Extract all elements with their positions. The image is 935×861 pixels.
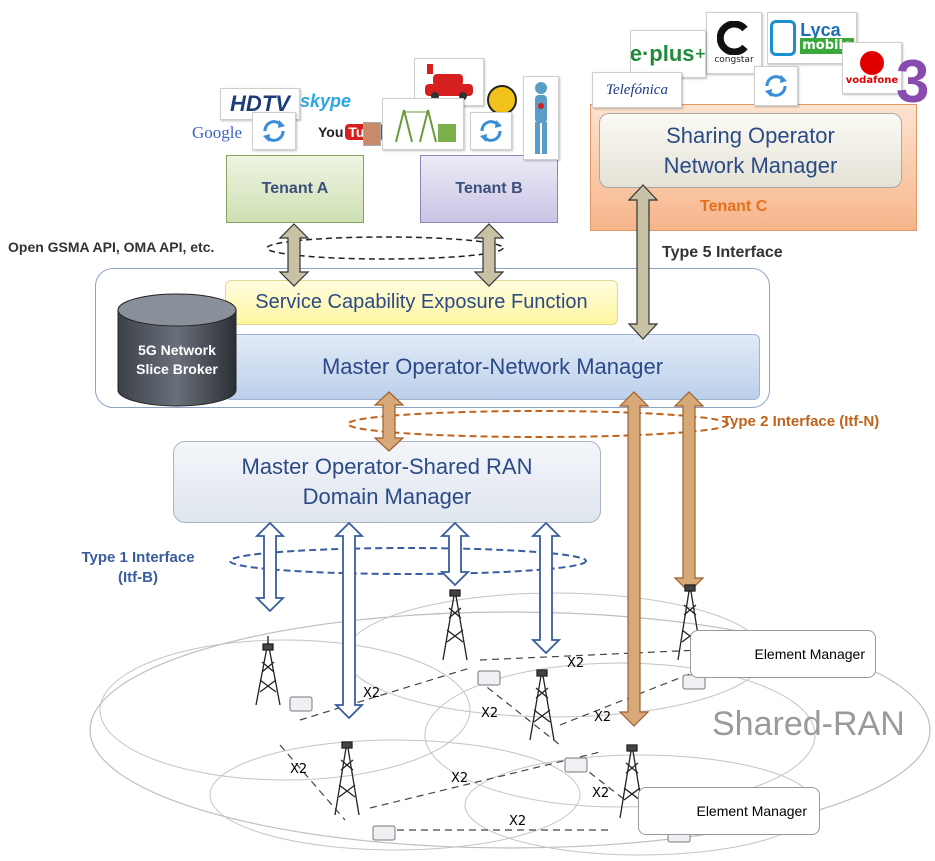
ran-dm-line2: Domain Manager xyxy=(302,484,472,509)
service-capability-exposure-function: Service Capability Exposure Function xyxy=(225,280,618,325)
sharing-nm-line2: Network Manager xyxy=(663,152,838,178)
google-logo-icon: Google xyxy=(192,123,242,143)
x2-label: X2 xyxy=(567,656,585,671)
cell-tower-icon xyxy=(442,589,468,661)
type2-arrow-dm xyxy=(373,391,405,452)
type2-interface-label: Type 2 Interface (Itf-N) xyxy=(722,413,880,430)
sharing-operator-network-manager: Sharing Operator Network Manager xyxy=(599,113,902,188)
smart-grid-icon xyxy=(382,98,464,150)
sharing-nm-line1: Sharing Operator xyxy=(666,122,835,148)
congstar-text: congstar xyxy=(714,55,754,65)
element-manager-lower: Element Manager xyxy=(638,787,820,835)
type2-arrow-em-lower xyxy=(618,391,650,727)
slice-broker-database-icon xyxy=(117,293,237,407)
congstar-logo-icon: congstar xyxy=(706,12,762,74)
scef-label: Service Capability Exposure Function xyxy=(255,291,588,313)
tenant-b-label: Tenant B xyxy=(455,180,523,197)
x2-label: X2 xyxy=(451,771,469,786)
cell-tower-icon xyxy=(255,636,281,706)
tenant-b-api-arrow xyxy=(473,223,505,287)
cell-tower-icon xyxy=(619,744,645,819)
shared-ran-label: Shared-RAN xyxy=(712,705,905,743)
base-station-icon xyxy=(477,670,501,686)
type1-line2: (Itf-B) xyxy=(118,569,158,586)
eplus-plus: + xyxy=(694,46,706,62)
skype-logo-icon: skype xyxy=(300,91,352,111)
recycle-sync-icon xyxy=(252,112,296,150)
type1-arrow-3 xyxy=(439,521,471,587)
sync-icon-tenant-b xyxy=(470,112,512,150)
element-manager-lower-label: Element Manager xyxy=(696,803,807,819)
type2-arrow-em-upper xyxy=(673,391,705,593)
base-station-icon xyxy=(372,825,396,841)
tenant-a-box: Tenant A xyxy=(226,155,364,223)
type5-interface-arrow xyxy=(627,184,659,340)
slice-broker-line1: 5G Network xyxy=(138,342,216,358)
vodafone-text: vodafone xyxy=(845,74,899,86)
master-nm-label: Master Operator-Network Manager xyxy=(321,354,664,379)
ran-dm-line1: Master Operator-Shared RAN xyxy=(241,454,533,479)
element-manager-upper-label: Element Manager xyxy=(754,646,865,662)
google-logo-text: Google xyxy=(192,123,243,142)
health-body-icon xyxy=(523,76,559,160)
open-api-label: Open GSMA API, OMA API, etc. xyxy=(8,239,215,255)
tenant-a-label: Tenant A xyxy=(261,180,329,197)
x2-label: X2 xyxy=(592,786,610,801)
shared-ran-domain-manager: Master Operator-Shared RAN Domain Manage… xyxy=(173,441,601,523)
cell-tower-icon xyxy=(334,741,360,816)
x2-label: X2 xyxy=(594,710,612,725)
slice-broker-label: 5G Network Slice Broker xyxy=(118,341,236,379)
x2-label: X2 xyxy=(509,814,527,829)
telefonica-text: Telefónica xyxy=(606,81,668,98)
type1-arrow-1 xyxy=(254,521,286,613)
type5-interface-label: Type 5 Interface xyxy=(662,244,783,261)
eplus-logo-icon: e·plus + xyxy=(630,30,706,78)
tenant-b-box: Tenant B xyxy=(420,155,558,223)
type1-interface-label: Type 1 Interface (Itf-B) xyxy=(78,548,198,588)
hdtv-logo-text: HDTV xyxy=(230,91,290,116)
vodafone-logo-icon: vodafone xyxy=(842,42,902,94)
lyca-text: Lyca xyxy=(800,20,841,40)
cell-tower-icon xyxy=(529,669,555,741)
x2-label: X2 xyxy=(290,762,308,777)
x2-label: X2 xyxy=(363,686,381,701)
type1-arrow-4 xyxy=(530,521,562,655)
master-operator-network-manager: Master Operator-Network Manager xyxy=(225,334,760,400)
youtube-you: You xyxy=(318,124,344,140)
tenant-c-label: Tenant C xyxy=(700,198,768,215)
tenant-a-api-arrow xyxy=(278,223,310,287)
element-manager-upper: Element Manager xyxy=(690,630,876,678)
three-logo-icon: 3 xyxy=(896,48,930,115)
telefonica-logo-icon: Telefónica xyxy=(592,72,682,108)
base-station-icon xyxy=(289,696,313,712)
sync-icon-tenant-c xyxy=(754,66,798,106)
eplus-text: e·plus xyxy=(630,41,695,66)
type1-line1: Type 1 Interface xyxy=(81,549,195,566)
slice-broker-line2: Slice Broker xyxy=(136,361,218,377)
base-station-icon xyxy=(564,757,588,773)
type1-arrow-2 xyxy=(333,521,365,720)
x2-label: X2 xyxy=(481,706,499,721)
photo-thumbnail-icon xyxy=(363,122,381,146)
mobile-text: mobile xyxy=(800,38,854,54)
